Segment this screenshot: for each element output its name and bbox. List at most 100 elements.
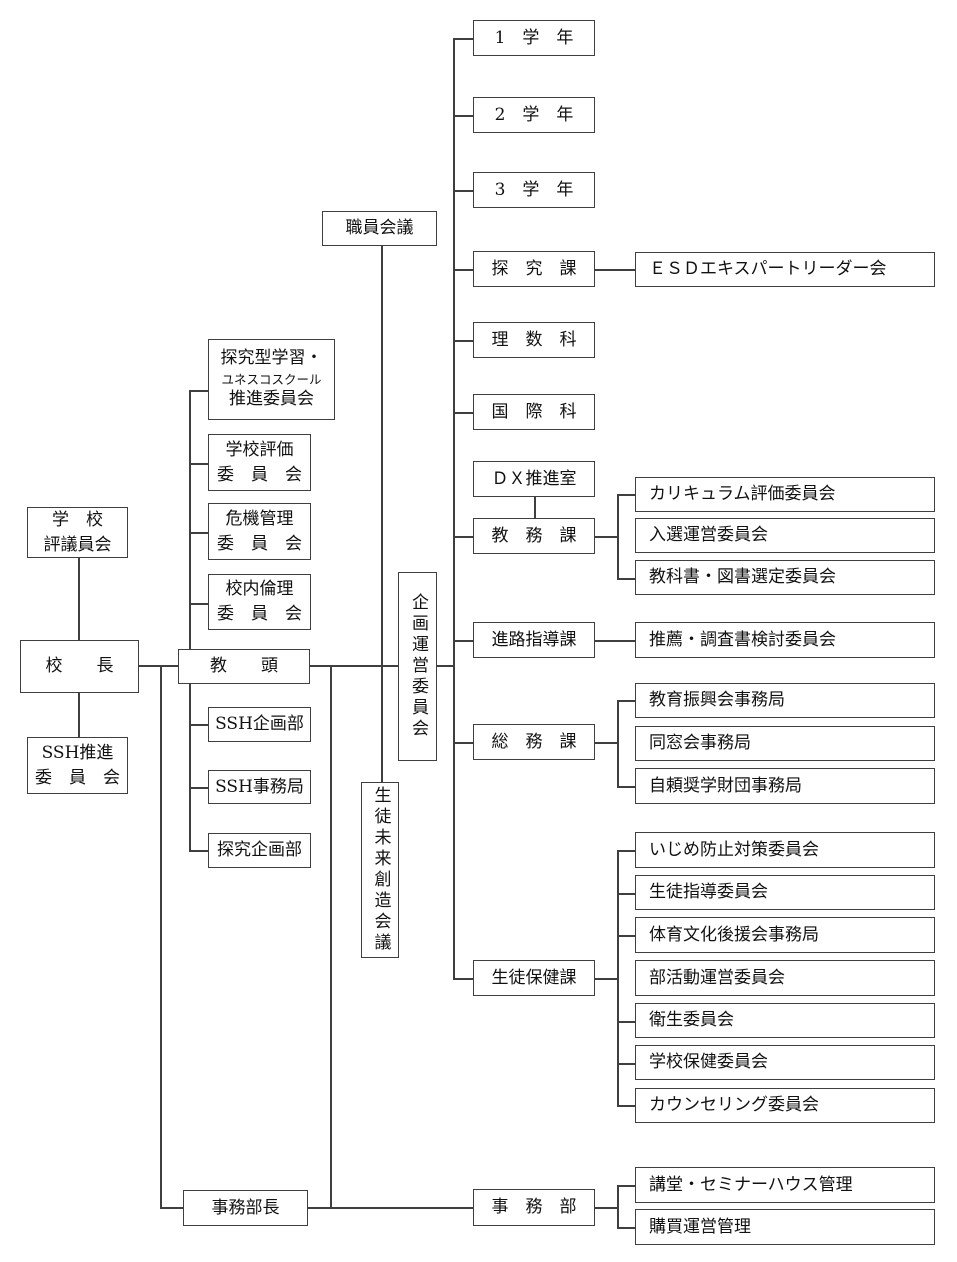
node-inquiry-unesco-committee: 探究型学習・ ユネスコスクール 推進委員会 xyxy=(208,339,335,420)
connector-line xyxy=(617,700,635,702)
node-career-guidance: 進路指導課 xyxy=(473,622,595,658)
node-edu-promotion-office: 教育振興会事務局 xyxy=(635,683,935,718)
connector-line xyxy=(617,1185,635,1187)
connector-line xyxy=(617,1021,635,1023)
connector-line xyxy=(381,246,383,782)
node-student-future-meeting: 生徒未来創造会議 xyxy=(361,782,399,958)
connector-line xyxy=(330,665,332,1207)
node-crisis-management-committee: 危機管理 委 員 会 xyxy=(208,503,311,560)
connector-line xyxy=(189,463,208,465)
node-scholarship-foundation: 自頼奨学財団事務局 xyxy=(635,768,935,804)
node-grade1: 1 学 年 xyxy=(473,20,595,56)
connector-line xyxy=(617,494,635,496)
node-counseling-committee: カウンセリング委員会 xyxy=(635,1088,935,1123)
connector-line xyxy=(595,978,617,980)
connector-line xyxy=(617,700,619,786)
connector-line xyxy=(453,190,473,192)
connector-line xyxy=(78,693,80,737)
connector-line xyxy=(595,640,635,642)
inquiry-unesco-line1: 探究型学習・ xyxy=(220,347,323,368)
node-admission-mgmt: 入選運営委員会 xyxy=(635,518,935,553)
connector-line xyxy=(595,536,617,538)
node-school-evaluation-committee: 学校評価 委 員 会 xyxy=(208,434,311,491)
connector-line xyxy=(453,38,473,40)
node-ssh-promotion-committee: SSH推進 委 員 会 xyxy=(27,737,128,794)
connector-line xyxy=(453,115,473,117)
connector-line xyxy=(160,1207,183,1209)
node-student-health: 生徒保健課 xyxy=(473,960,595,996)
node-school-council: 学 校 評議員会 xyxy=(27,507,128,558)
connector-line xyxy=(595,1207,617,1209)
inquiry-unesco-line2: ユネスコスクール xyxy=(221,371,322,387)
connector-line xyxy=(534,497,536,518)
node-international: 国 際 科 xyxy=(473,394,595,430)
connector-line xyxy=(617,1063,635,1065)
node-grade3: 3 学 年 xyxy=(473,172,595,208)
connector-line xyxy=(617,850,619,1105)
connector-line xyxy=(617,1185,619,1227)
connector-line xyxy=(437,665,453,667)
node-grade2: 2 学 年 xyxy=(473,97,595,133)
connector-line xyxy=(617,935,635,937)
connector-line xyxy=(453,640,473,642)
connector-line xyxy=(78,558,80,640)
connector-line xyxy=(189,850,208,852)
connector-line xyxy=(617,893,635,895)
connector-line xyxy=(453,269,473,271)
connector-line xyxy=(617,850,635,852)
node-student-guidance: 生徒指導委員会 xyxy=(635,875,935,910)
node-planning-steering-committee: 企画運営委員会 xyxy=(398,572,437,761)
connector-line xyxy=(453,412,473,414)
connector-line xyxy=(453,742,473,744)
node-internal-ethics-committee: 校内倫理 委 員 会 xyxy=(208,574,311,630)
connector-line xyxy=(453,38,455,978)
connector-line xyxy=(453,978,473,980)
connector-line xyxy=(617,578,635,580)
node-sports-culture-support: 体育文化後援会事務局 xyxy=(635,917,935,953)
connector-line xyxy=(310,665,398,667)
connector-line xyxy=(139,665,178,667)
connector-line xyxy=(453,536,473,538)
node-dx-promotion: ＤＸ推進室 xyxy=(473,461,595,497)
node-hygiene-committee: 衛生委員会 xyxy=(635,1003,935,1038)
connector-line xyxy=(595,742,617,744)
node-purchasing-mgmt: 購買運営管理 xyxy=(635,1209,935,1245)
inquiry-unesco-line3: 推進委員会 xyxy=(229,389,314,410)
connector-line xyxy=(189,603,208,605)
connector-line xyxy=(189,787,208,789)
connector-line xyxy=(617,786,635,788)
node-recommendation-review: 推薦・調査書検討委員会 xyxy=(635,622,935,658)
node-staff-meeting: 職員会議 xyxy=(322,211,437,246)
node-vice-principal: 教 頭 xyxy=(178,649,310,684)
connector-line xyxy=(617,1105,635,1107)
connector-line xyxy=(453,340,473,342)
node-auditorium-mgmt: 講堂・セミナーハウス管理 xyxy=(635,1167,935,1203)
node-esd-leader: ＥＳＤエキスパートリーダー会 xyxy=(635,252,935,287)
connector-line xyxy=(308,1207,473,1209)
connector-line xyxy=(617,1227,635,1229)
node-principal: 校 長 xyxy=(20,640,139,693)
connector-line xyxy=(617,494,619,578)
node-admin-director: 事務部長 xyxy=(183,1190,308,1226)
node-bullying-prevention: いじめ防止対策委員会 xyxy=(635,832,935,868)
node-curriculum-eval: カリキュラム評価委員会 xyxy=(635,477,935,512)
node-school-health-committee: 学校保健委員会 xyxy=(635,1045,935,1080)
connector-line xyxy=(189,724,208,726)
node-science-math: 理 数 科 xyxy=(473,322,595,358)
node-alumni-office: 同窓会事務局 xyxy=(635,726,935,761)
connector-line xyxy=(189,390,208,392)
node-admin-dept: 事 務 部 xyxy=(473,1189,595,1226)
node-general-affairs: 総 務 課 xyxy=(473,724,595,760)
node-inquiry-planning: 探究企画部 xyxy=(208,833,311,868)
connector-line xyxy=(189,390,191,649)
connector-line xyxy=(595,269,635,271)
node-club-management: 部活動運営委員会 xyxy=(635,960,935,996)
node-ssh-planning: SSH企画部 xyxy=(208,707,311,742)
connector-line xyxy=(160,665,162,1207)
node-inquiry-section: 探 究 課 xyxy=(473,251,595,287)
node-textbook-selection: 教科書・図書選定委員会 xyxy=(635,560,935,595)
node-ssh-office: SSH事務局 xyxy=(208,770,311,804)
connector-line xyxy=(189,532,208,534)
connector-line xyxy=(189,684,191,850)
